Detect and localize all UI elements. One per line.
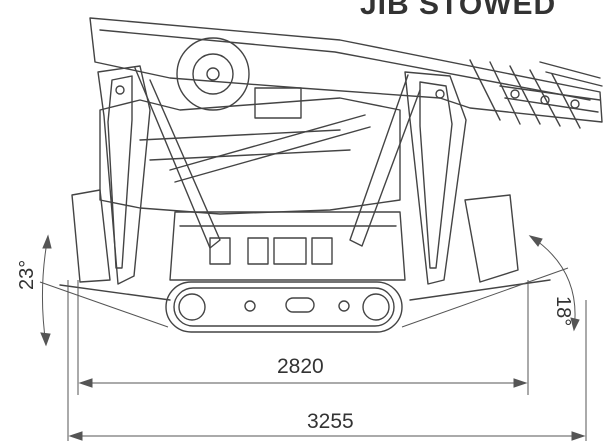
winch-drum [176, 37, 250, 111]
upper-body [99, 87, 401, 215]
drawing-title: JIB STOWED [360, 0, 557, 21]
right-outrigger [349, 71, 551, 301]
crawler-track [165, 281, 403, 333]
dimension-lines [39, 234, 587, 441]
chassis [169, 211, 406, 281]
right-angle-label: 18° [552, 296, 574, 327]
left-outrigger [59, 65, 221, 301]
left-angle-label: 23° [16, 259, 38, 290]
stowed-jib [89, 17, 603, 129]
track-width-dimension: 2820 [277, 355, 324, 378]
overall-width-dimension: 3255 [307, 410, 354, 433]
